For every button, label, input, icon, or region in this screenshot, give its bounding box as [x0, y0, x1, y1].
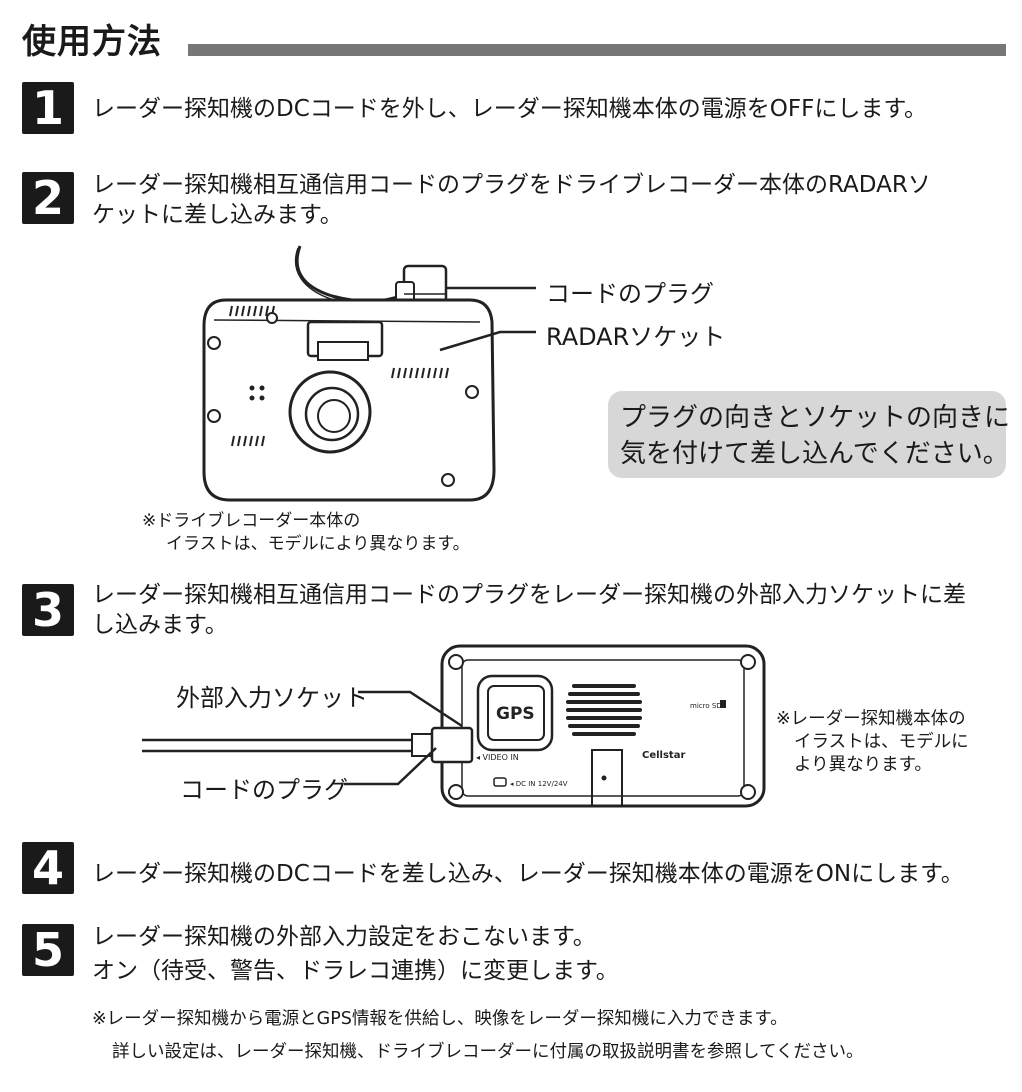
figure-2-note-line2: イラストは、モデルに: [794, 732, 969, 752]
gps-label: GPS: [496, 704, 535, 724]
figure-1-plug-label: コードのプラグ: [546, 280, 714, 308]
figure-1-socket-label: RADARソケット: [546, 323, 726, 351]
step-1-number: 1: [22, 82, 74, 134]
figure-2-note-line3: より異なります。: [794, 755, 932, 775]
step-5-text-line1: レーダー探知機の外部入力設定をおこないます。: [92, 924, 596, 950]
step-2-text-line1: レーダー探知機相互通信用コードのプラグをドライブレコーダー本体のRADARソ: [92, 172, 931, 198]
page-title: 使用方法: [22, 22, 162, 62]
caution-line-1: プラグの向きとソケットの向きに: [620, 403, 1011, 433]
title-rule-gap: [22, 38, 188, 58]
step-2-number: 2: [22, 172, 74, 224]
figure-1-note-line1: ※ドライブレコーダー本体の: [142, 511, 361, 531]
figure-2-note-line1: ※レーダー探知機本体の: [776, 709, 966, 729]
dc-in-label: ◂ DC IN 12V/24V: [510, 780, 568, 788]
video-in-label: ◂ VIDEO IN: [476, 753, 519, 762]
radar-detector-body: [440, 644, 766, 808]
step-4-number: 4: [22, 842, 74, 894]
step-4-text: レーダー探知機のDCコードを差し込み、レーダー探知機本体の電源をONにします。: [92, 861, 964, 887]
step-5-number: 5: [22, 924, 74, 976]
plug-icon: [411, 726, 474, 764]
step-2-text-line2: ケットに差し込みます。: [92, 202, 343, 228]
caution-callout-text: プラグの向きとソケットの向きに 気を付けて差し込んでください。: [620, 400, 1010, 472]
brand-label: Cellstar: [642, 750, 685, 761]
figure-2-socket-label: 外部入力ソケット: [176, 684, 368, 712]
step-1-text: レーダー探知機のDCコードを外し、レーダー探知機本体の電源をOFFにします。: [92, 96, 928, 122]
footer-note-line1: ※レーダー探知機から電源とGPS情報を供給し、映像をレーダー探知機に入力できます…: [92, 1009, 788, 1029]
step-3-number: 3: [22, 584, 74, 636]
caution-callout: [608, 391, 1006, 478]
caution-line-2: 気を付けて差し込んでください。: [620, 439, 1009, 469]
footer-note-line2: 詳しい設定は、レーダー探知機、ドライブレコーダーに付属の取扱説明書を参照してくだ…: [112, 1042, 864, 1062]
micro-sd-label: micro SD: [690, 702, 722, 710]
step-5-text-line2: オン（待受、警告、ドラレコ連携）に変更します。: [92, 958, 619, 984]
figure-1-note-line2: イラストは、モデルにより異なります。: [166, 534, 470, 554]
title-rule: [22, 44, 1006, 56]
figure-2-plug-label: コードのプラグ: [180, 776, 348, 804]
step-3-text-line2: し込みます。: [92, 612, 228, 638]
step-3-text-line1: レーダー探知機相互通信用コードのプラグをレーダー探知機の外部入力ソケットに差: [92, 582, 966, 608]
dashcam-body: [202, 298, 496, 502]
